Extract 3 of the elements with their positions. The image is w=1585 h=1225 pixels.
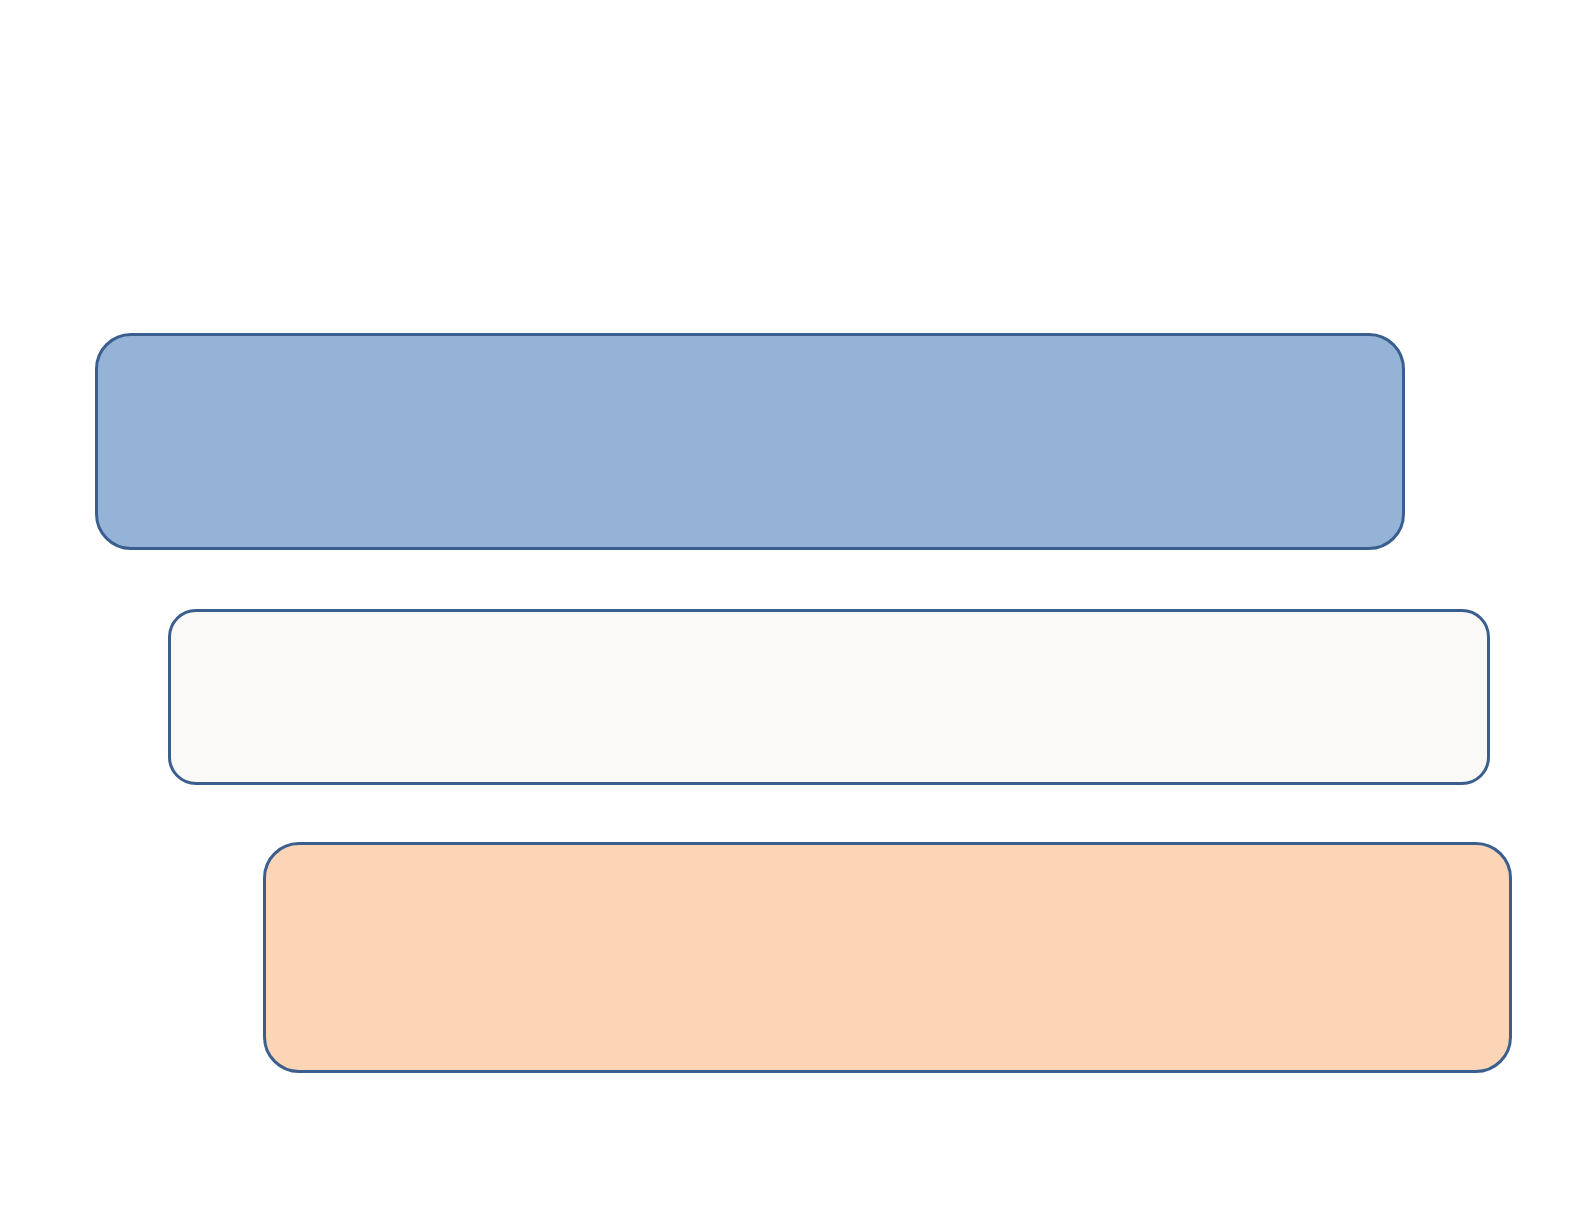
rounded-box bbox=[168, 609, 1490, 785]
rounded-box bbox=[95, 333, 1405, 550]
rounded-box bbox=[263, 842, 1512, 1073]
